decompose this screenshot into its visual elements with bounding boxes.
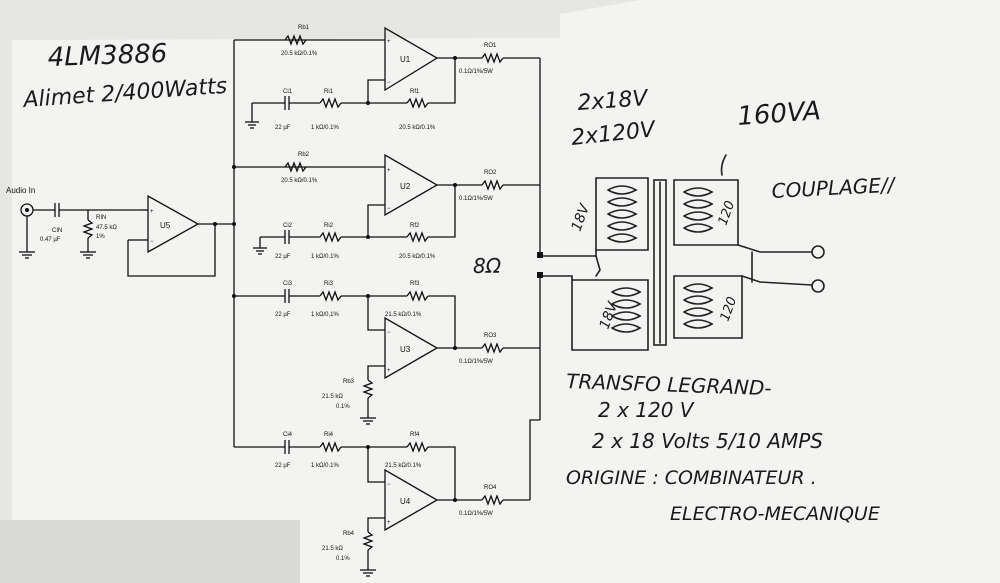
svg-text:1 kΩ/0.1%: 1 kΩ/0.1% bbox=[311, 312, 339, 318]
svg-text:1 kΩ/0.1%: 1 kΩ/0.1% bbox=[311, 254, 339, 260]
svg-text:U2: U2 bbox=[400, 182, 411, 191]
svg-text:Ri3: Ri3 bbox=[324, 281, 334, 287]
svg-text:+: + bbox=[387, 520, 391, 526]
svg-text:1 kΩ/0.1%: 1 kΩ/0.1% bbox=[311, 463, 339, 469]
load-8-ohm-note: 8Ω bbox=[473, 254, 502, 278]
svg-text:Rb3: Rb3 bbox=[343, 379, 355, 385]
svg-text:21.5 kΩ/0.1%: 21.5 kΩ/0.1% bbox=[385, 463, 422, 469]
svg-text:0.1Ω/1%/5W: 0.1Ω/1%/5W bbox=[459, 196, 493, 202]
stage-u1: Rb1 20.5 kΩ/0.1% U1 + − Ci1 22 µF Ri1 1 … bbox=[234, 25, 541, 131]
svg-text:+: + bbox=[387, 168, 391, 174]
svg-text:−: − bbox=[387, 206, 391, 212]
va-rating-note: 160VA bbox=[736, 96, 821, 132]
svg-text:Ci1: Ci1 bbox=[283, 89, 293, 95]
svg-text:Ci4: Ci4 bbox=[283, 432, 293, 438]
rin-tolerance: 1% bbox=[96, 234, 105, 240]
svg-text:Rf1: Rf1 bbox=[410, 89, 420, 95]
svg-text:+: + bbox=[150, 209, 154, 215]
u4-opamp bbox=[384, 468, 439, 532]
stage-u2: Rb2 20.5 kΩ/0.1% U2 + − Ci2 22 µF Ri2 1 … bbox=[232, 152, 540, 260]
svg-text:0.1Ω/1%/5W: 0.1Ω/1%/5W bbox=[459, 69, 493, 75]
svg-text:U4: U4 bbox=[400, 497, 411, 506]
svg-text:+: + bbox=[387, 39, 391, 45]
svg-text:RO2: RO2 bbox=[484, 170, 497, 176]
svg-text:22 µF: 22 µF bbox=[275, 254, 291, 260]
svg-text:RO3: RO3 bbox=[484, 333, 497, 339]
paper-sheet bbox=[12, 0, 1000, 583]
svg-text:+: + bbox=[387, 368, 391, 374]
stage-u4: Ci4 22 µF Ri4 1 kΩ/0.1% Rf4 21.5 kΩ/0.1%… bbox=[234, 432, 530, 577]
u1-opamp bbox=[384, 26, 439, 92]
svg-text:RO4: RO4 bbox=[484, 485, 497, 491]
svg-text:0.1Ω/1%/5W: 0.1Ω/1%/5W bbox=[459, 511, 493, 517]
svg-text:21.5 kΩ/0.1%: 21.5 kΩ/0.1% bbox=[385, 312, 422, 318]
svg-text:20.5 kΩ/0.1%: 20.5 kΩ/0.1% bbox=[281, 51, 318, 57]
svg-text:−: − bbox=[387, 80, 391, 86]
input-section: Audio In CIN 0.47 µF RIN 47.5 kΩ 1% U5 +… bbox=[6, 186, 236, 277]
svg-text:Rf2: Rf2 bbox=[410, 223, 420, 229]
svg-text:22 µF: 22 µF bbox=[275, 312, 291, 318]
svg-text:Rf4: Rf4 bbox=[410, 432, 420, 438]
svg-text:0.1%: 0.1% bbox=[336, 404, 350, 410]
svg-text:20.5 kΩ/0.1%: 20.5 kΩ/0.1% bbox=[399, 254, 436, 260]
svg-text:Rb2: Rb2 bbox=[298, 152, 310, 158]
svg-text:21.5 kΩ: 21.5 kΩ bbox=[322, 546, 343, 552]
origin-note: ORIGINE : COMBINATEUR . bbox=[566, 467, 817, 489]
transfo-voltage-note-1: 2x18V bbox=[577, 86, 651, 116]
u5-buffer-opamp bbox=[147, 194, 200, 254]
secondary-voltage-note: 2 x 18 Volts 5/10 AMPS bbox=[592, 429, 823, 453]
svg-text:−: − bbox=[150, 239, 154, 245]
cin-value: 0.47 µF bbox=[40, 237, 61, 243]
origin-note-line2: ELECTRO-MECANIQUE bbox=[670, 503, 880, 525]
svg-text:Ci2: Ci2 bbox=[283, 223, 293, 229]
svg-text:22 µF: 22 µF bbox=[275, 463, 291, 469]
audio-in-label: Audio In bbox=[6, 186, 35, 195]
svg-text:Ri4: Ri4 bbox=[324, 432, 334, 438]
svg-text:Rb1: Rb1 bbox=[298, 25, 310, 31]
u3-opamp bbox=[384, 316, 439, 380]
svg-text:20.5 kΩ/0.1%: 20.5 kΩ/0.1% bbox=[399, 125, 436, 131]
svg-text:−: − bbox=[387, 330, 391, 336]
svg-text:U3: U3 bbox=[400, 345, 411, 354]
u2-opamp bbox=[384, 153, 439, 217]
primary-voltage-note: 2 x 120 V bbox=[598, 398, 695, 422]
svg-text:U1: U1 bbox=[400, 55, 411, 64]
svg-text:−: − bbox=[387, 482, 391, 488]
svg-text:0.1%: 0.1% bbox=[336, 556, 350, 562]
svg-text:Ci3: Ci3 bbox=[283, 281, 293, 287]
svg-text:22 µF: 22 µF bbox=[275, 125, 291, 131]
svg-text:Rf3: Rf3 bbox=[410, 281, 420, 287]
mains-terminal-1 bbox=[811, 245, 825, 259]
transformer-core bbox=[653, 179, 667, 346]
title-note-line1: 4LM3886 bbox=[47, 39, 168, 73]
u5-label: U5 bbox=[160, 221, 171, 230]
rin-value: 47.5 kΩ bbox=[96, 225, 117, 231]
svg-text:RO1: RO1 bbox=[484, 43, 497, 49]
svg-text:20.5 kΩ/0.1%: 20.5 kΩ/0.1% bbox=[281, 178, 318, 184]
rin-label: RIN bbox=[96, 215, 106, 221]
svg-text:1 kΩ/0.1%: 1 kΩ/0.1% bbox=[311, 125, 339, 131]
svg-text:Ri2: Ri2 bbox=[324, 223, 334, 229]
transformer-sketch bbox=[542, 154, 825, 351]
svg-text:Ri1: Ri1 bbox=[324, 89, 334, 95]
svg-text:0.1Ω/1%/5W: 0.1Ω/1%/5W bbox=[459, 359, 493, 365]
stage-u3: Ci3 22 µF Ri3 1 kΩ/0.1% Rf3 21.5 kΩ/0.1%… bbox=[232, 281, 540, 425]
svg-text:21.5 kΩ: 21.5 kΩ bbox=[322, 394, 343, 400]
cin-label: CIN bbox=[52, 228, 62, 234]
mains-terminal-2 bbox=[811, 279, 825, 293]
svg-text:Rb4: Rb4 bbox=[343, 531, 355, 537]
